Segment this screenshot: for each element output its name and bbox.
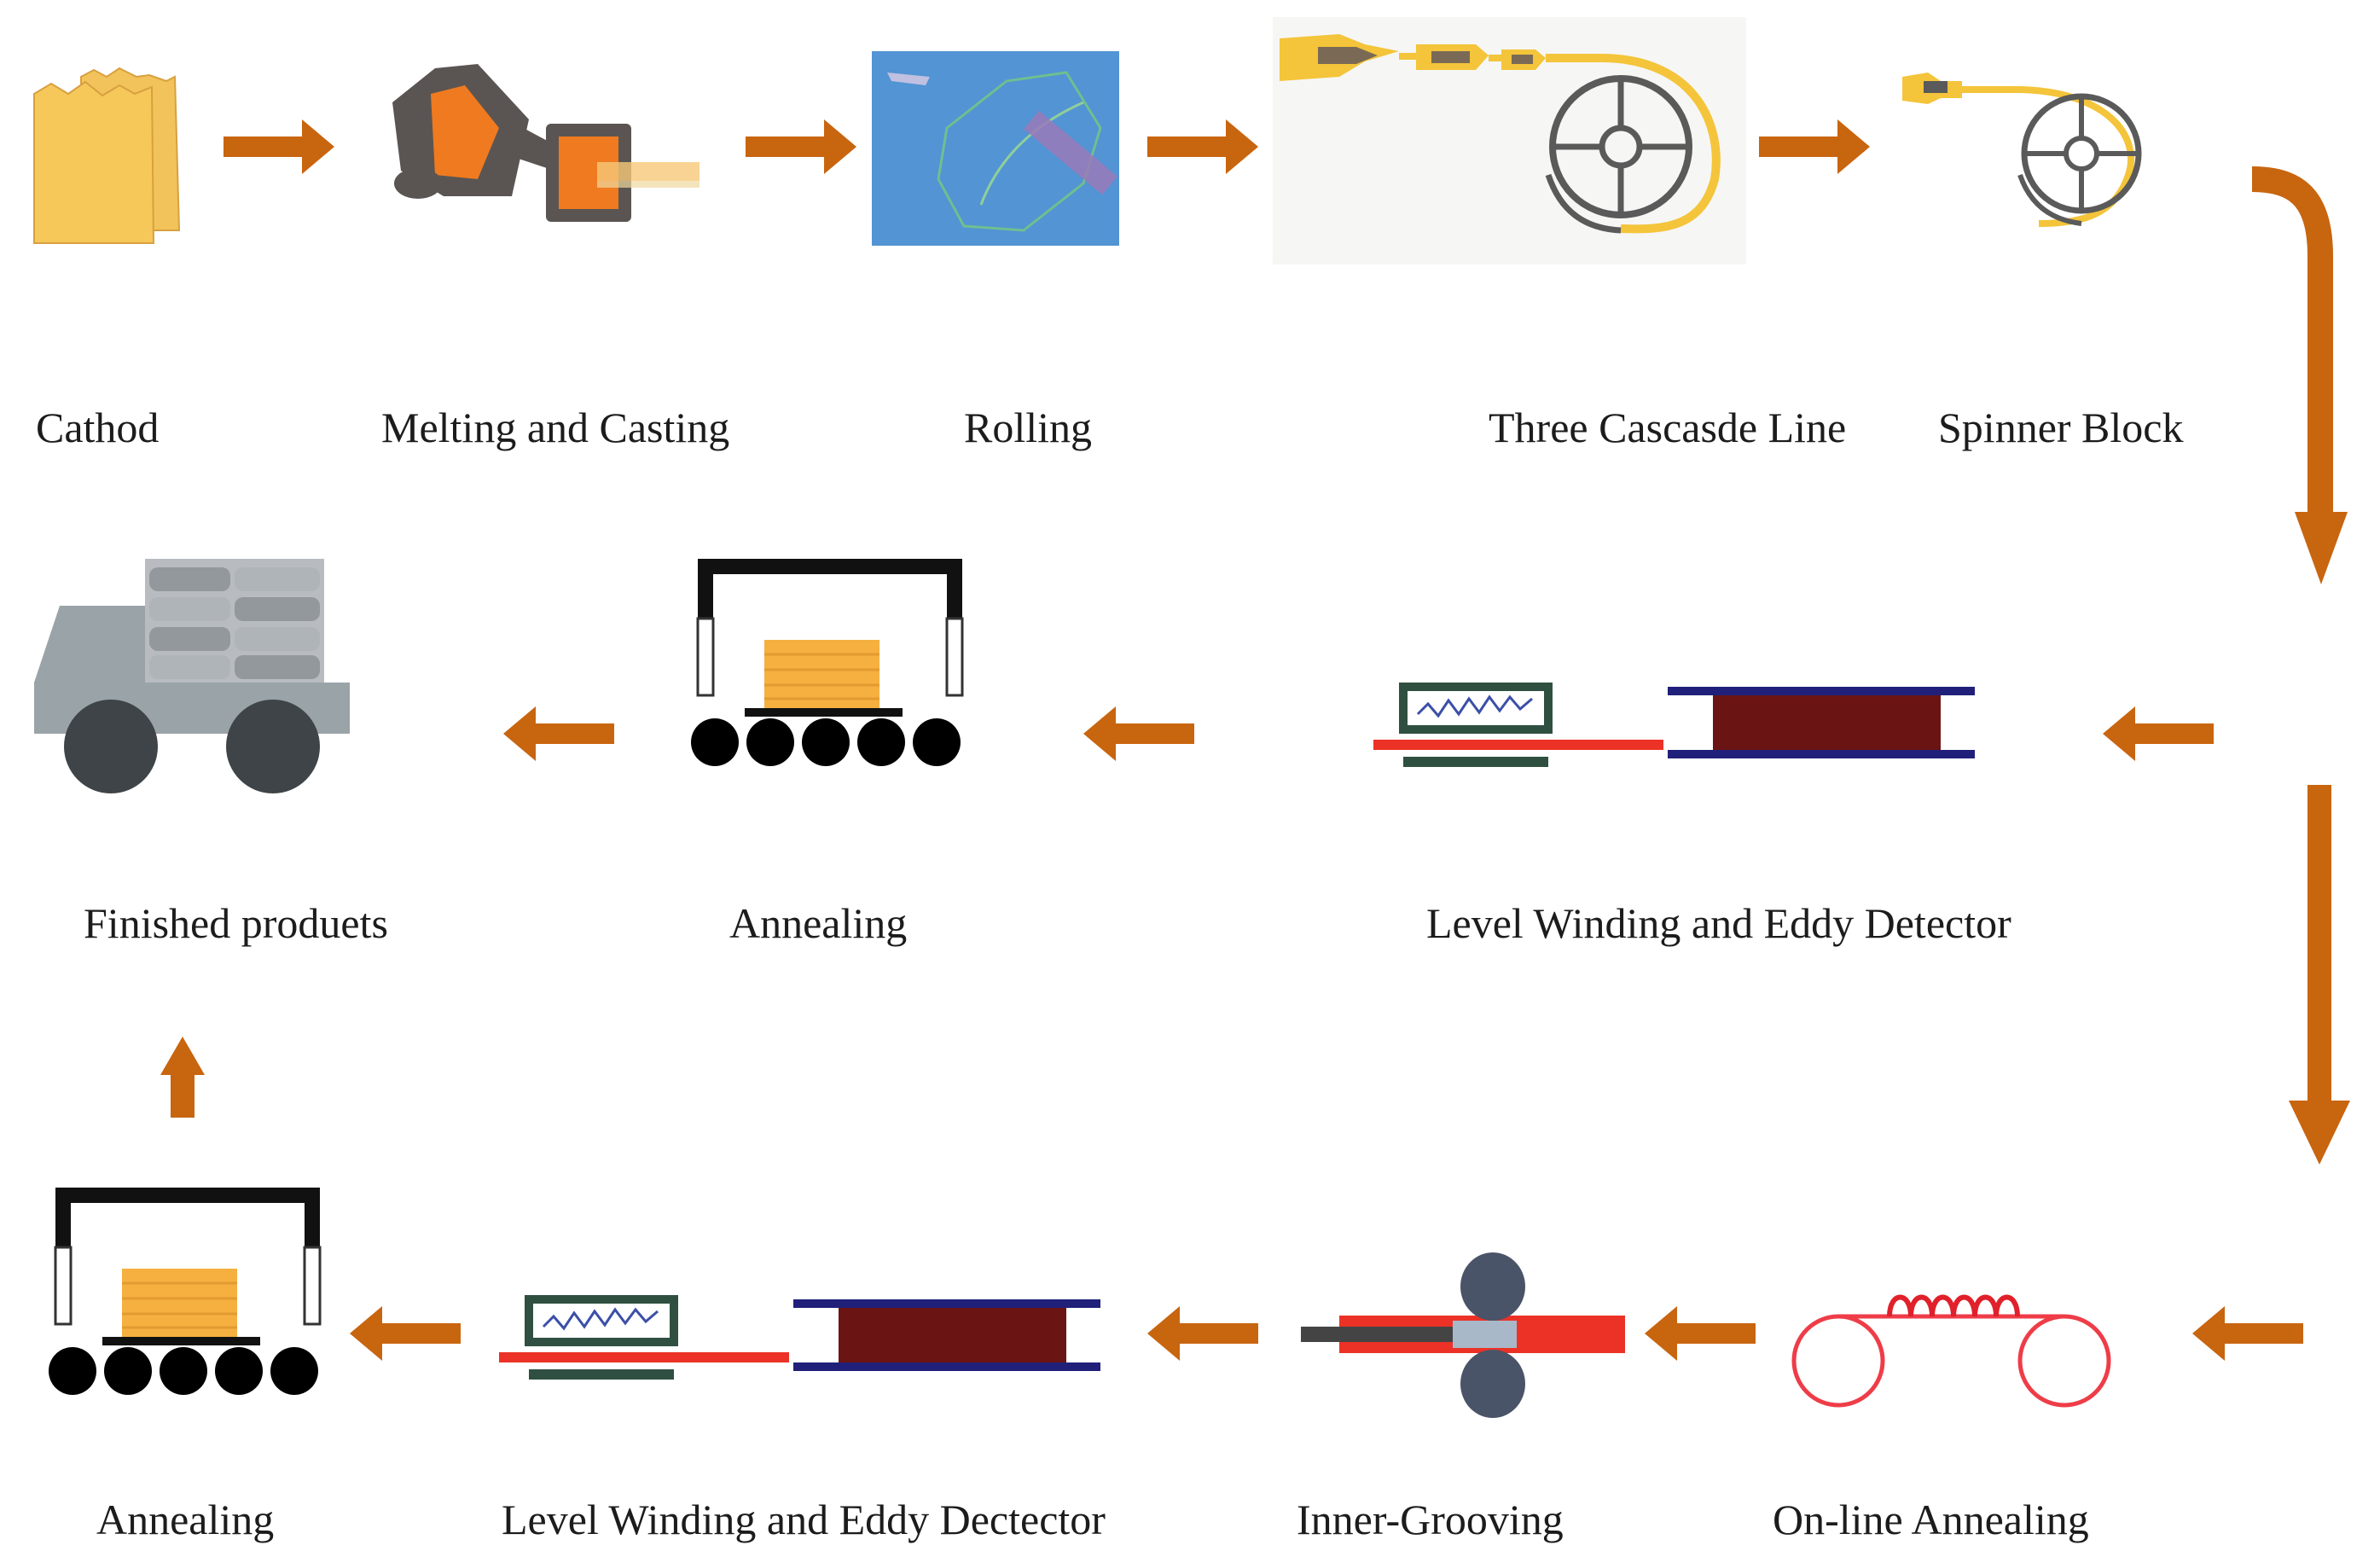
annealing-furnace-icon (47, 1186, 322, 1397)
truck-icon (34, 559, 350, 793)
level-winding-eddy-detector-icon (1373, 687, 1975, 767)
label-inner-grooving: Inner-Grooving (1297, 1496, 1564, 1543)
three-cascade-line-icon (1273, 17, 1746, 264)
flow-arrow-right (1147, 119, 1258, 174)
label-annealing-2: Annealing (96, 1496, 275, 1543)
label-cathode: Cathod (36, 404, 160, 451)
level-winding-eddy-detector-icon (499, 1299, 1100, 1380)
label-rolling: Rolling (964, 404, 1093, 451)
flow-arrow-left (1083, 706, 1194, 761)
label-melting-casting: Melting and Casting (381, 404, 730, 451)
label-three-cascade-line: Three Cascasde Line (1489, 404, 1847, 451)
flow-arrow-left (350, 1306, 461, 1361)
flow-arrow-down (2289, 785, 2350, 1165)
flow-arrow-right (223, 119, 334, 174)
flow-arrow-right (1759, 119, 1870, 174)
online-annealing-icon (1791, 1294, 2111, 1408)
spinner-block-icon (1902, 73, 2142, 227)
label-annealing-1: Annealing (729, 899, 908, 947)
label-spinner-block: Spinner Block (1938, 404, 2184, 451)
label-level-winding-1: Level Winding and Eddy Detector (1426, 899, 2011, 947)
inner-grooving-icon (1301, 1252, 1625, 1418)
flow-arrow-left (2103, 706, 2214, 761)
rolling-icon (872, 51, 1119, 246)
label-level-winding-2: Level Winding and Eddy Dectector (502, 1496, 1106, 1543)
melting-furnace-icon (392, 64, 699, 222)
flow-arrow-left (1645, 1306, 1756, 1361)
flow-arrow-right (746, 119, 856, 174)
flow-arrow-left (2192, 1306, 2303, 1361)
flow-arrow-up (160, 1037, 205, 1118)
label-online-annealing: On-line Annealing (1773, 1496, 2089, 1543)
cathode-icon (33, 67, 181, 244)
annealing-furnace-icon (689, 557, 964, 768)
flow-arrow-left (1147, 1306, 1258, 1361)
label-finished-products: Finished produets (84, 899, 388, 947)
flow-arrow-curve-down (2251, 166, 2348, 584)
flow-arrow-left (503, 706, 614, 761)
